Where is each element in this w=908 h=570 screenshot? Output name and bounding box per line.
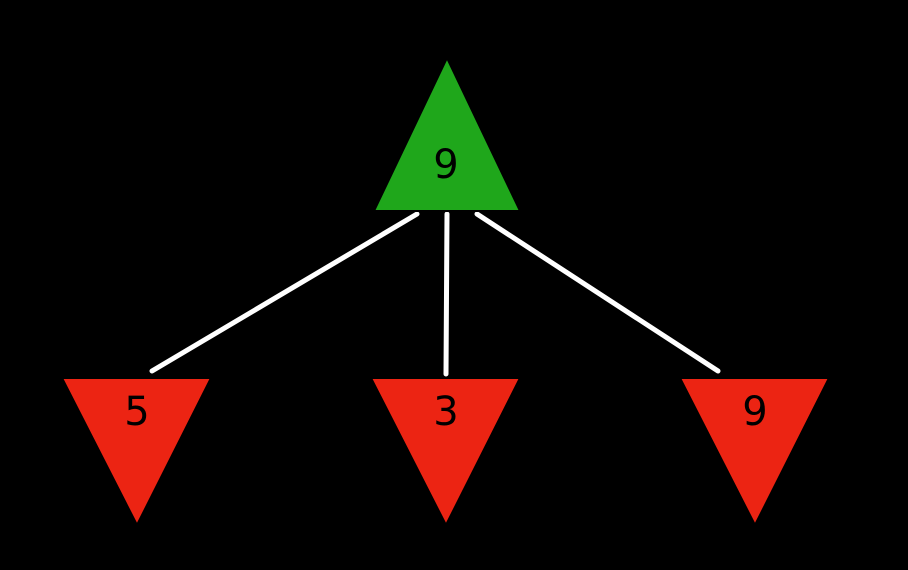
child-3-triangle-down — [678, 377, 831, 528]
edge-root-to-child-3 — [474, 211, 721, 374]
root-node-value: 9 — [433, 142, 458, 188]
child-1-triangle-down — [60, 377, 213, 528]
root-node: 9 — [372, 55, 522, 212]
child-node-2: 3 — [369, 377, 522, 528]
child-2-value: 3 — [433, 389, 458, 435]
root-node-triangle-up — [372, 55, 522, 212]
edge-root-to-child-1 — [149, 211, 420, 374]
child-node-1: 5 — [60, 377, 213, 528]
edge-root-to-child-2 — [443, 211, 450, 377]
child-node-3: 9 — [678, 377, 831, 528]
child-1-value: 5 — [124, 389, 149, 435]
child-2-triangle-down — [369, 377, 522, 528]
edges — [149, 211, 721, 377]
child-3-value: 9 — [742, 389, 767, 435]
